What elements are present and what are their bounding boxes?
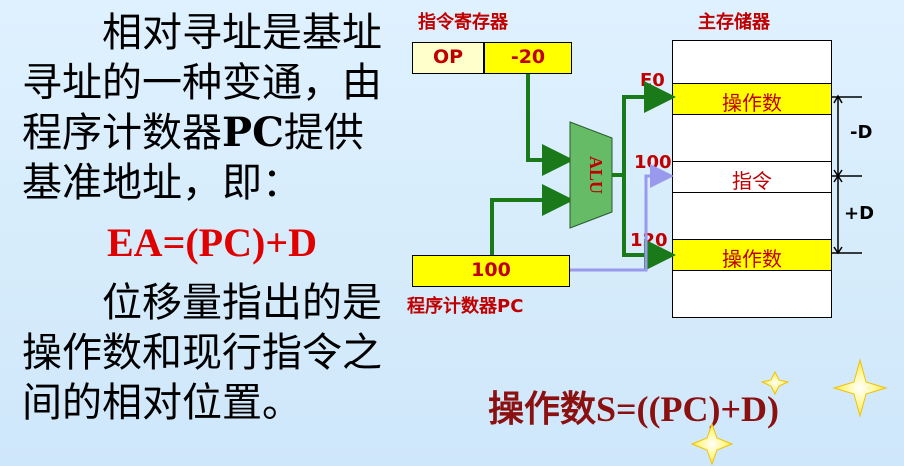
memory-cell-operand-e0: 操作数 [673, 83, 831, 115]
pc-register-title: 程序计数器PC [407, 296, 524, 317]
main-memory-title: 主存储器 [698, 12, 770, 33]
para2-line3: 间的相对位置。 [22, 380, 302, 426]
arrowhead-up-icon [833, 174, 843, 183]
para1-line4: 基准地址，即： [22, 160, 302, 206]
memory-cell-content: 指令 [732, 169, 772, 193]
para1-line1: 相对寻址是基址 [102, 10, 382, 56]
offset-minus-d: -D [850, 122, 873, 143]
star-icon [832, 358, 888, 418]
displacement-value: -20 [510, 46, 546, 68]
offset-plus-d: +D [844, 203, 875, 224]
para2-line2: 操作数和现行指令之 [22, 330, 382, 376]
memory-cell-instruction: 指令 [673, 161, 831, 193]
op-label: OP [432, 46, 464, 68]
displacement-field: -20 [484, 42, 572, 74]
alu-unit [569, 121, 613, 229]
memory-cell-operand-120: 操作数 [673, 239, 831, 271]
memory-cell-content: 操作数 [722, 247, 782, 271]
pc-to-instruction-arrow [570, 164, 674, 272]
para1-line3: 程序计数器PC提供 [22, 109, 364, 156]
alu-to-120-arrow [622, 175, 676, 271]
op-field: OP [412, 42, 484, 74]
star-icon [690, 422, 734, 466]
alu-label: ALU [586, 156, 606, 194]
arrowhead-down-icon [833, 246, 843, 255]
ea-formula: EA=(PC)+D [107, 220, 317, 265]
pc-register: 100 [412, 255, 570, 287]
para2-line1: 位移量指出的是 [102, 280, 382, 326]
star-icon [760, 370, 790, 396]
instruction-register-title: 指令寄存器 [418, 12, 508, 33]
para1-line2: 寻址的一种变通，由 [22, 60, 382, 106]
explanation-text: 相对寻址是基址 寻址的一种变通，由 程序计数器PC提供 基准地址，即： EA=(… [22, 8, 422, 428]
operand-formula: 操作数S=((PC)+D) [488, 389, 779, 429]
alu-to-e0-arrow [612, 81, 676, 177]
pc-to-alu-arrow [490, 184, 574, 255]
memory-cell-content: 操作数 [722, 91, 782, 115]
arrowhead-up-icon [833, 94, 843, 104]
pc-value: 100 [471, 259, 511, 281]
displacement-to-alu-arrow [526, 74, 574, 176]
main-memory: 操作数 指令 操作数 [672, 40, 832, 318]
